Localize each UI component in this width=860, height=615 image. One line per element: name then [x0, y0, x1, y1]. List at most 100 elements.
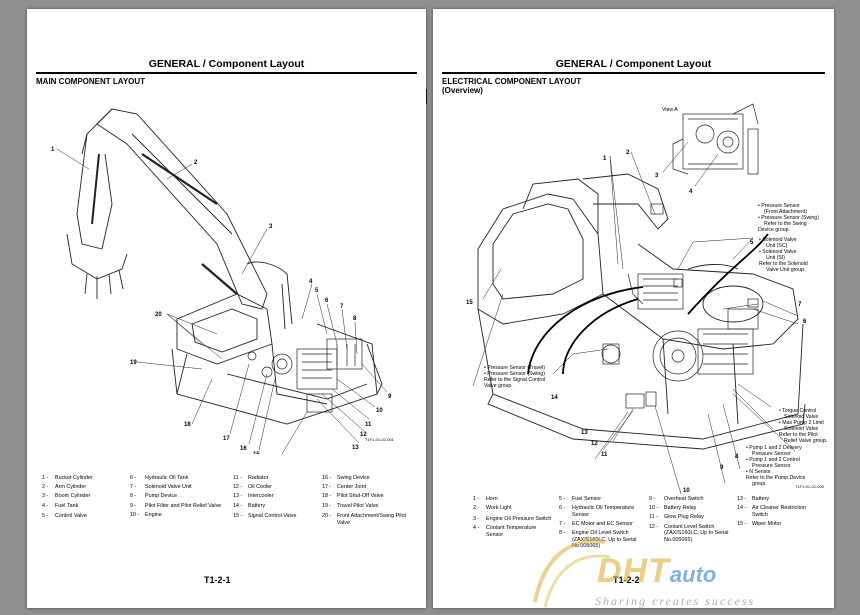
callout-10: 10 [683, 488, 690, 494]
callout-3: 3 [655, 173, 659, 179]
svg-text:Unit (SI): Unit (SI) [766, 255, 785, 261]
legend-item: 19 -Travel Pilot Valve [322, 502, 379, 509]
callout-6: 6 [803, 319, 807, 325]
legend-item: 15 -Signal Control Valve [233, 513, 297, 520]
annotation-solenoid: • Solenoid Valve Unit (SC) • Solenoid Va… [759, 237, 808, 273]
svg-text:Refer to the Swing: Refer to the Swing [764, 221, 807, 227]
svg-text:group.: group. [752, 481, 767, 487]
callout-12: 12 [591, 441, 598, 447]
legend-item: 10 -Battery Relay [649, 505, 697, 512]
legend-item: 12 -Coolant Level Switch (ZAXIS160LC; Up… [649, 523, 729, 543]
annotation-pump: • Pump 1 and 2 Delivery Pressure Sensor … [746, 445, 806, 487]
svg-text:Relief Valve group.: Relief Valve group. [784, 438, 827, 444]
svg-text:Valve Unit group.: Valve Unit group. [766, 267, 805, 273]
svg-text:Solenoid Valve: Solenoid Valve [784, 414, 818, 420]
callout-18: 18 [184, 422, 191, 428]
legend-item: 12 -Oil Cooler [233, 484, 272, 491]
callout-2: 2 [626, 150, 630, 156]
legend-item: 5 -Fuel Sensor [559, 496, 602, 502]
watermark-swirl-icon [533, 539, 611, 608]
watermark-brand: DHTauto [597, 552, 717, 590]
annotation-torque: • Torque Control Solenoid Valve • Max Pu… [779, 408, 827, 444]
callout-8: 8 [353, 316, 357, 322]
callout-16: 16 [240, 446, 247, 452]
svg-text:Unit (SC): Unit (SC) [766, 243, 788, 249]
callout-9: 9 [388, 394, 392, 400]
svg-text:Pressure Sensor: Pressure Sensor [752, 451, 791, 457]
legend-item: 1 -Bucket Cylinder [42, 475, 93, 481]
page-number: T1-2-2 [613, 575, 640, 585]
callout-7: 7 [798, 302, 802, 308]
svg-text:• Solenoid Valve: • Solenoid Valve [759, 249, 797, 255]
legend-item: 9 -Overheat Switch [649, 496, 704, 502]
callout-11: 11 [365, 422, 372, 428]
legend-item: 20 -Front Attachment/Swing Pilot Valve [322, 513, 407, 526]
legend-item: 3 -Engine Oil Pressure Switch [473, 515, 552, 522]
component-legend: 1 -Horn 2 -Work Light 3 -Engine Oil Pres… [473, 496, 829, 566]
callout-2: 2 [194, 160, 198, 166]
callout-19: 19 [130, 360, 137, 366]
legend-column-3: 9 -Overheat Switch 10 -Battery Relay 11 … [649, 496, 735, 546]
svg-text:• Solenoid Valve: • Solenoid Valve [759, 237, 797, 243]
legend-item: 3 -Boom Cylinder [42, 493, 91, 500]
legend-column-1: 1 -Bucket Cylinder 2 -Arm Cylinder 3 -Bo… [42, 475, 130, 522]
legend-item: 2 -Arm Cylinder [42, 484, 87, 491]
callout-10: 10 [376, 408, 383, 414]
callout-20: 20 [155, 312, 162, 318]
callout-14: 14 [551, 395, 558, 401]
legend-item: 6 -Hydraulic Oil Tank [130, 475, 189, 481]
legend-item: 2 -Work Light [473, 505, 512, 512]
legend-item: 5 -Control Valve [42, 513, 87, 520]
legend-item: 17 -Center Joint [322, 484, 367, 491]
svg-text:Solenoid Valve: Solenoid Valve [784, 426, 818, 432]
callout-17: 17 [223, 436, 230, 442]
legend-column-2: 5 -Fuel Sensor 6 -Hydraulic Oil Temperat… [559, 496, 645, 553]
section-title: ELECTRICAL COMPONENT LAYOUT (Overview) [442, 77, 581, 95]
dht-auto-watermark: DHTauto Sharing creates success [525, 522, 845, 612]
callout-5: 5 [315, 288, 319, 294]
callout-15: 15 [253, 452, 260, 454]
svg-text:Pressure Sensor: Pressure Sensor [752, 463, 791, 469]
section-title: MAIN COMPONENT LAYOUT [36, 77, 146, 86]
svg-text:• Pressure Sensor (Travel): • Pressure Sensor (Travel) [484, 365, 545, 371]
legend-column-1: 1 -Horn 2 -Work Light 3 -Engine Oil Pres… [473, 496, 559, 541]
svg-text:Refer to the Signal Control: Refer to the Signal Control [484, 377, 545, 383]
callout-9: 9 [720, 465, 724, 471]
page-header: GENERAL / Component Layout [555, 58, 712, 70]
legend-column-4: 16 -Swing Device 17 -Center Joint 18 -Pi… [322, 475, 420, 529]
callout-6: 6 [325, 298, 329, 304]
callout-13: 13 [352, 445, 359, 451]
svg-text:• Pump 1 and 2 Delivery: • Pump 1 and 2 Delivery [746, 445, 802, 451]
callout-11: 11 [601, 452, 608, 458]
callout-1: 1 [51, 147, 55, 153]
header-rule [442, 72, 825, 74]
svg-text:• Max Pump 2 Limit: • Max Pump 2 Limit [779, 420, 824, 426]
figure-id: T1F1-01-02-005 [795, 484, 824, 489]
electrical-component-diagram: 1 2 3 4 5 6 7 8 9 10 11 12 13 14 15 View… [466, 103, 827, 494]
legend-item: 11 -Radiator [233, 475, 269, 481]
legend-column-3: 11 -Radiator 12 -Oil Cooler 13 -Intercoo… [233, 475, 318, 522]
figure-id: T1F1-01-02-001 [365, 437, 394, 442]
page-header: GENERAL / Component Layout [148, 58, 305, 70]
callout-12: 12 [360, 432, 367, 438]
callout-5: 5 [750, 240, 754, 246]
svg-text:(Front Attachment): (Front Attachment) [764, 209, 807, 215]
legend-item: 14 -Air Cleaner Restriction Switch [737, 505, 806, 518]
legend-item: 14 -Battery [233, 502, 266, 509]
svg-text:• Pressure Sensor (Swing): • Pressure Sensor (Swing) [484, 371, 545, 377]
legend-item: 13 -Battery [737, 496, 770, 502]
callout-3: 3 [269, 224, 273, 230]
legend-item: 18 -Pilot Shut-Off Valve [322, 493, 384, 500]
manual-page-right: GENERAL / Component Layout ELECTRICAL CO… [433, 9, 834, 608]
view-a-label: View A [662, 107, 678, 113]
legend-item: 8 -Engine Oil Level Switch (ZAXIS160LC; … [559, 530, 637, 550]
legend-item: 6 -Hydraulic Oil Temperature Sensor [559, 505, 635, 518]
svg-text:Refer to the Pilot: Refer to the Pilot [779, 432, 818, 438]
legend-item: 11 -Glow Plug Relay [649, 514, 704, 521]
svg-text:• Pump 1 and 2 Control: • Pump 1 and 2 Control [746, 457, 800, 463]
main-component-diagram: 1 2 3 4 5 6 7 8 9 10 11 12 13 14 15 16 1… [51, 108, 392, 454]
component-legend: 1 -Bucket Cylinder 2 -Arm Cylinder 3 -Bo… [42, 475, 422, 545]
callout-1: 1 [603, 156, 607, 162]
legend-column-4: 13 -Battery 14 -Air Cleaner Restriction … [737, 496, 827, 530]
svg-text:Device group.: Device group. [758, 227, 790, 233]
